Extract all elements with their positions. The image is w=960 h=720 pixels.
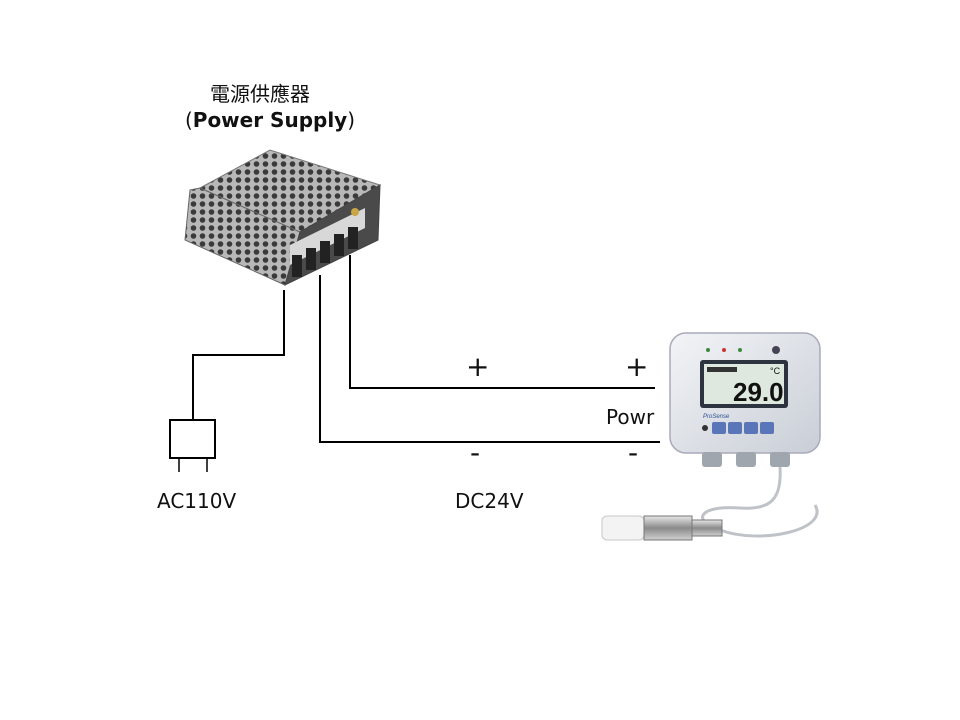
minus-sign-left: - — [470, 436, 481, 469]
lcd-reading: 29.0 — [733, 377, 784, 407]
dc-voltage-label: DC24V — [455, 489, 524, 513]
device-brand: ProSense — [703, 414, 730, 420]
power-terminal-label: Powr — [606, 405, 655, 429]
paren-open: ( — [184, 108, 193, 132]
power-supply-label: Power Supply — [192, 108, 348, 132]
lcd-unit: °C — [770, 366, 781, 376]
power-supply-image — [184, 149, 382, 286]
dc-negative-wire — [319, 275, 660, 443]
plus-sign-left: + — [466, 350, 490, 383]
power-supply-title-chinese: 電源供應器 — [210, 82, 310, 106]
ac-voltage-label: AC110V — [157, 489, 237, 513]
dc-positive-wire — [349, 255, 655, 389]
ac-plug-icon — [169, 419, 216, 472]
plus-sign-right: + — [625, 350, 649, 383]
ac-wire — [192, 290, 285, 420]
minus-sign-right: - — [628, 436, 639, 469]
transmitter-device-image — [601, 332, 821, 541]
power-supply-title-english: (Power Supply) — [170, 108, 370, 132]
paren-close: ) — [347, 108, 356, 132]
wires — [192, 255, 660, 443]
